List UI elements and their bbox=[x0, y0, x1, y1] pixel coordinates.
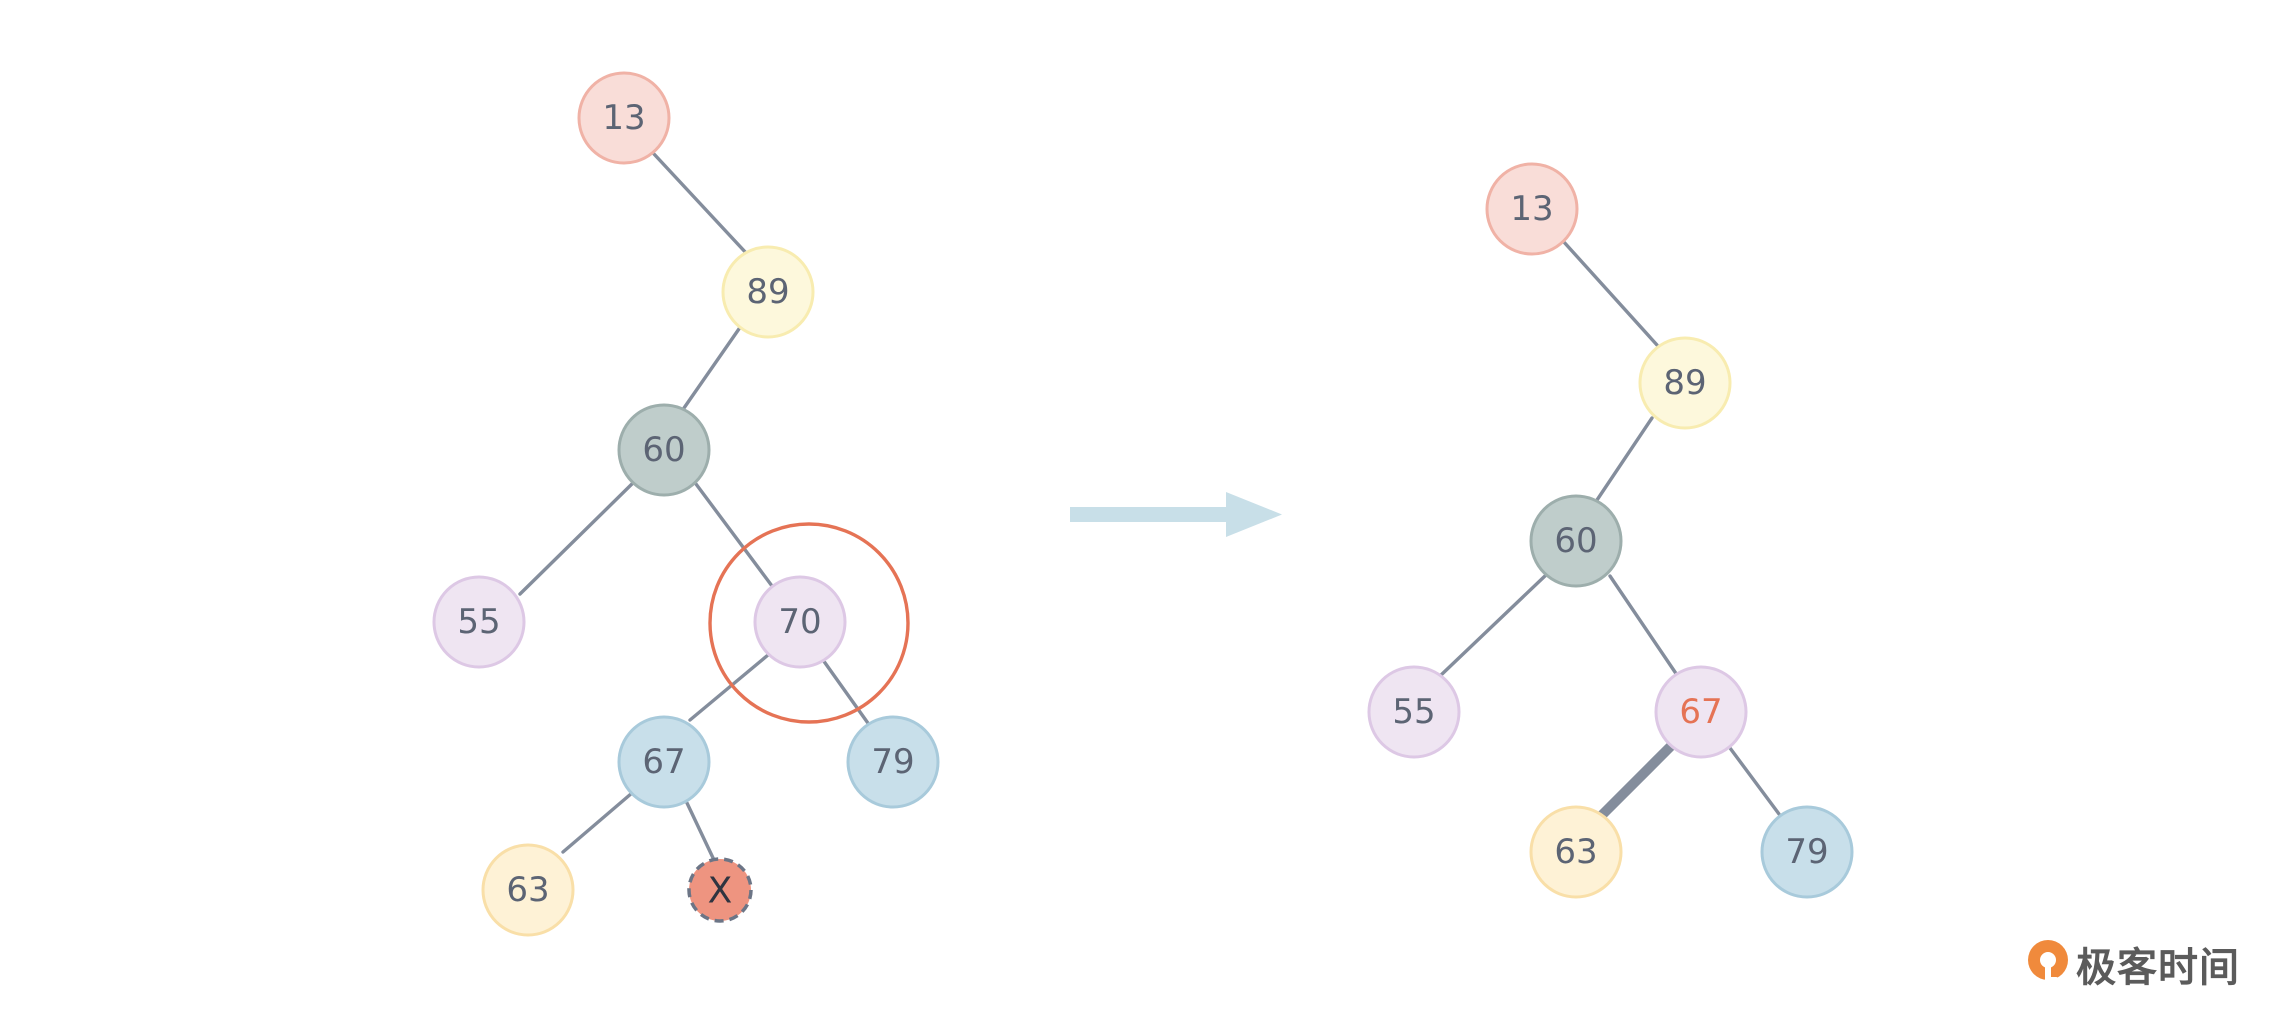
right-edge-60-67 bbox=[1608, 574, 1679, 677]
left-node-13-label: 13 bbox=[602, 98, 645, 138]
left-node-63: 63 bbox=[481, 843, 575, 937]
right-edge-67-79 bbox=[1728, 746, 1781, 816]
brand-name: 极客时间 bbox=[2076, 945, 2240, 991]
right-node-67-label: 67 bbox=[1679, 692, 1722, 732]
right-node-60-label: 60 bbox=[1554, 521, 1597, 561]
geektime-logo-icon bbox=[2028, 940, 2068, 987]
left-node-55-label: 55 bbox=[457, 602, 500, 642]
left-node-89: 89 bbox=[721, 245, 815, 339]
brand-logo: 极客时间 bbox=[2026, 935, 2240, 993]
right-node-63-label: 63 bbox=[1554, 832, 1597, 872]
right-node-13: 13 bbox=[1485, 162, 1579, 256]
left-edge-13-89 bbox=[652, 152, 750, 257]
left-edge-60-70 bbox=[694, 482, 777, 592]
left-node-63-label: 63 bbox=[506, 870, 549, 910]
right-node-60: 60 bbox=[1529, 494, 1623, 588]
left-node-89-label: 89 bbox=[746, 272, 789, 312]
transform-arrow bbox=[1070, 492, 1282, 537]
right-edge-67-63 bbox=[1597, 742, 1675, 820]
right-edge-13-89 bbox=[1561, 239, 1659, 347]
right-node-79: 79 bbox=[1760, 805, 1854, 899]
deleted-node-x: X bbox=[687, 857, 753, 923]
right-node-79-label: 79 bbox=[1785, 832, 1828, 872]
left-node-67: 67 bbox=[617, 715, 711, 809]
left-node-67-label: 67 bbox=[642, 742, 685, 782]
left-node-79: 79 bbox=[846, 715, 940, 809]
right-node-89-label: 89 bbox=[1663, 363, 1706, 403]
highlight-ring bbox=[708, 522, 910, 724]
left-edge-67-63 bbox=[561, 791, 634, 854]
left-node-13: 13 bbox=[577, 71, 671, 165]
deleted-node-x-label: X bbox=[708, 871, 733, 912]
right-node-13-label: 13 bbox=[1510, 189, 1553, 229]
right-edge-89-60 bbox=[1595, 416, 1654, 502]
left-node-60: 60 bbox=[617, 403, 711, 497]
left-tree: 13 89 60 55 70 67 79 63 bbox=[432, 71, 940, 937]
left-node-70: 70 bbox=[753, 575, 847, 669]
left-edge-70-67 bbox=[688, 653, 770, 722]
left-edge-60-55 bbox=[518, 478, 638, 596]
left-node-79-label: 79 bbox=[871, 742, 914, 782]
left-edge-89-60 bbox=[682, 324, 743, 410]
left-node-55: 55 bbox=[432, 575, 526, 669]
left-node-60-label: 60 bbox=[642, 430, 685, 470]
right-node-67: 67 bbox=[1654, 665, 1748, 759]
left-node-70-label: 70 bbox=[778, 602, 821, 642]
right-node-55-label: 55 bbox=[1392, 692, 1435, 732]
right-node-63: 63 bbox=[1529, 805, 1623, 899]
left-edge-70-79 bbox=[821, 658, 872, 728]
right-node-89: 89 bbox=[1638, 336, 1732, 430]
right-tree: 13 89 60 55 67 63 79 bbox=[1367, 162, 1854, 899]
right-node-55: 55 bbox=[1367, 665, 1461, 759]
left-edge-67-x bbox=[685, 801, 716, 862]
right-edge-60-55 bbox=[1438, 573, 1548, 678]
